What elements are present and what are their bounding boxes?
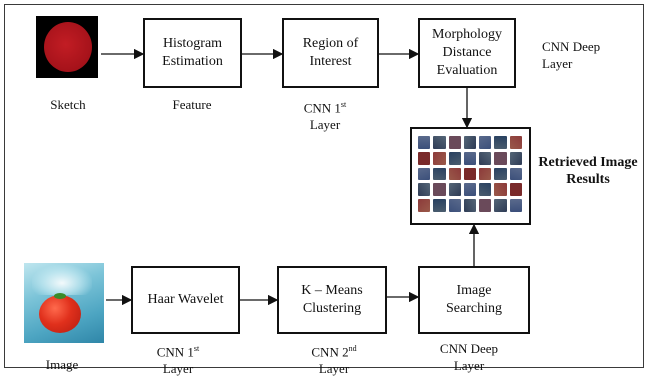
tomato-photo — [39, 295, 81, 333]
result-thumbnail — [418, 136, 431, 149]
result-thumbnail — [418, 183, 431, 197]
result-thumbnail — [433, 183, 446, 197]
result-thumbnail — [509, 136, 522, 149]
sketch-label: Sketch — [50, 97, 86, 112]
result-thumbnail — [494, 199, 507, 212]
cnn-first-layer-top-label: CNN 1st Layer — [303, 100, 347, 133]
retrieved-thumbnails-grid — [418, 136, 522, 212]
result-thumbnail — [494, 151, 507, 165]
histogram-estimation-box: Histogram Estimation — [143, 18, 242, 88]
result-thumbnail — [463, 199, 477, 212]
water-splash — [32, 265, 92, 295]
result-thumbnail — [448, 183, 461, 197]
result-thumbnail — [479, 183, 492, 197]
result-thumbnail — [448, 167, 461, 181]
sketch-red-disc — [44, 22, 92, 72]
result-thumbnail — [433, 136, 446, 149]
image-label: Image — [45, 357, 79, 372]
result-thumbnail — [433, 199, 446, 212]
result-thumbnail — [433, 167, 446, 181]
result-thumbnail — [479, 199, 492, 212]
image-searching-box: Image Searching — [418, 266, 530, 334]
result-thumbnail — [463, 136, 477, 149]
cnn-second-layer-label: CNN 2nd Layer — [311, 344, 357, 377]
kmeans-clustering-box: K – Means Clustering — [277, 266, 387, 334]
query-image — [24, 263, 104, 343]
result-thumbnail — [494, 136, 507, 149]
result-thumbnail — [448, 136, 461, 149]
result-thumbnail — [448, 199, 461, 212]
result-thumbnail — [418, 199, 431, 212]
morphology-distance-box: Morphology Distance Evaluation — [418, 18, 516, 88]
cnn-deep-layer-top-label: CNN Deep Layer — [542, 39, 601, 71]
result-thumbnail — [433, 151, 446, 165]
result-thumbnail — [463, 167, 477, 181]
result-thumbnail — [494, 183, 507, 197]
result-thumbnail — [463, 183, 477, 197]
haar-wavelet-box: Haar Wavelet — [131, 266, 240, 334]
result-thumbnail — [509, 167, 522, 181]
result-thumbnail — [509, 199, 522, 212]
result-thumbnail — [418, 167, 431, 181]
sketch-image — [36, 16, 98, 78]
feature-label: Feature — [172, 97, 212, 112]
result-thumbnail — [479, 136, 492, 149]
region-of-interest-box: Region of Interest — [282, 18, 379, 88]
result-thumbnail — [479, 167, 492, 181]
result-thumbnail — [509, 183, 522, 197]
cnn-deep-layer-bottom-label: CNN Deep Layer — [439, 341, 499, 373]
result-thumbnail — [448, 151, 461, 165]
result-thumbnail — [418, 151, 431, 165]
retrieved-image-results-label: Retrieved Image Results — [538, 155, 638, 187]
result-thumbnail — [479, 151, 492, 165]
diagram-border — [4, 4, 644, 368]
cnn-first-layer-bottom-label: CNN 1st Layer — [156, 344, 200, 377]
tomato-leaf — [54, 293, 66, 299]
result-thumbnail — [509, 151, 522, 165]
result-thumbnail — [463, 151, 477, 165]
result-thumbnail — [494, 167, 507, 181]
